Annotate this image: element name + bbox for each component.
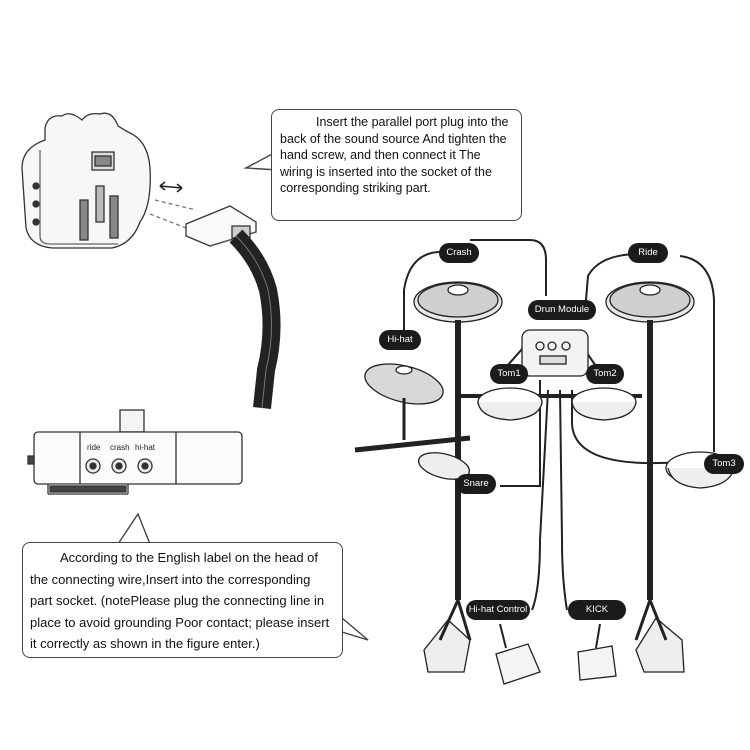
label-drum-module: Drun Module xyxy=(528,300,596,320)
jack-label-ride: ride xyxy=(87,443,101,452)
parallel-plug-illustration xyxy=(185,205,281,409)
drum-kit-illustration xyxy=(354,239,735,685)
instruction-text-bottom: According to the English label on the he… xyxy=(30,550,330,651)
jack-label-hihat: hi-hat xyxy=(135,443,156,452)
sound-module-front-illustration xyxy=(27,409,243,495)
label-ride: Ride xyxy=(628,243,668,263)
label-kick: KICK xyxy=(568,600,626,620)
label-tom3: Tom3 xyxy=(704,454,744,474)
label-tom1: Tom1 xyxy=(490,364,528,384)
instruction-callout-top: Insert the parallel port plug into the b… xyxy=(271,109,522,221)
instruction-callout-bottom: According to the English label on the he… xyxy=(22,542,343,658)
sound-module-rear-illustration xyxy=(21,112,197,249)
callout-bottom-tail xyxy=(117,512,151,545)
label-hihat: Hi-hat xyxy=(379,330,421,350)
label-tom2: Tom2 xyxy=(586,364,624,384)
jack-label-crash: crash xyxy=(110,443,130,452)
label-crash: Crash xyxy=(439,243,479,263)
label-hihat-control: Hi-hat Control xyxy=(466,600,530,620)
callout-top-tail xyxy=(243,151,279,171)
instruction-text-top: Insert the parallel port plug into the b… xyxy=(280,115,509,195)
label-snare: Snare xyxy=(456,474,496,494)
